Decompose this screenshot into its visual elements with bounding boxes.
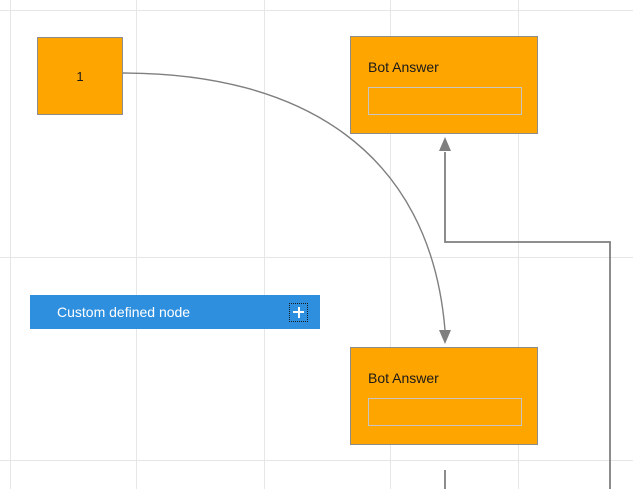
node-answer-slot[interactable] [368,87,522,115]
node-start-label: 1 [76,68,84,84]
edge-orthogonal-arrowhead-icon [439,137,451,151]
edge-orthogonal-loopback[interactable] [444,152,611,489]
plus-icon[interactable] [289,302,308,322]
edge-curved-start-to-bot-bottom[interactable] [122,72,446,331]
node-start[interactable]: 1 [37,37,123,115]
node-title: Bot Answer [368,370,439,386]
custom-defined-node-palette-item[interactable]: Custom defined node [30,295,320,329]
node-bot-answer-bottom[interactable]: Bot Answer [350,347,538,445]
palette-item-label: Custom defined node [57,304,191,320]
node-answer-slot[interactable] [368,398,522,426]
edge-curved-arrowhead-icon [439,330,451,344]
node-title: Bot Answer [368,59,439,75]
node-bot-answer-top[interactable]: Bot Answer [350,36,538,134]
